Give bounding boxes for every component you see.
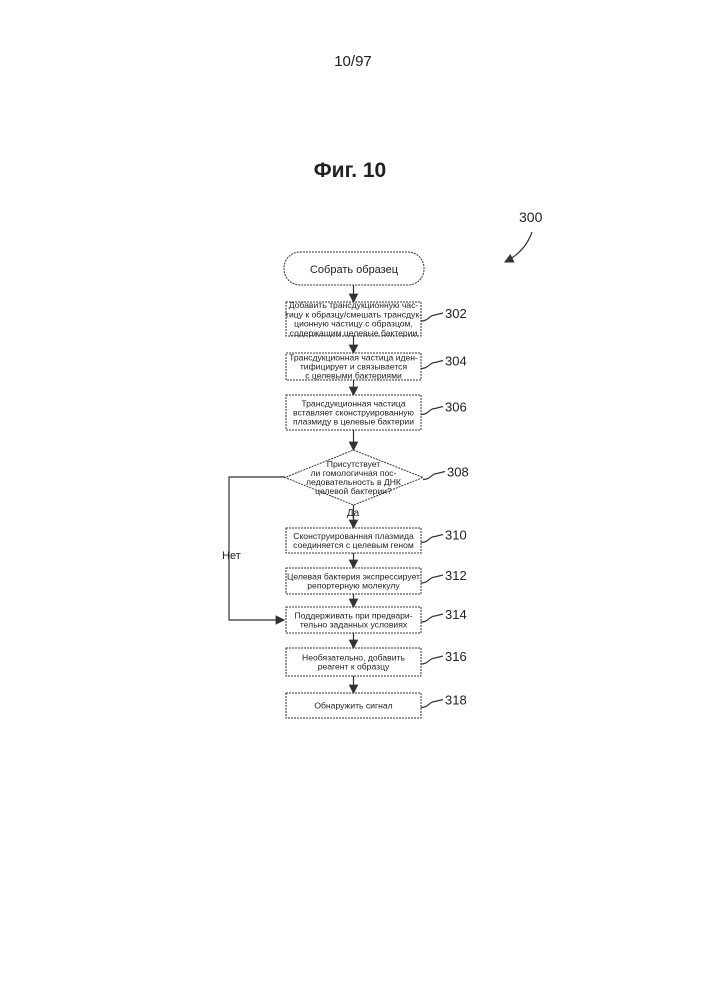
start-label: Собрать образец <box>310 264 399 276</box>
ref-number-318: 318 <box>445 693 467 708</box>
ref-leader-312 <box>421 575 443 583</box>
ref-leader-308 <box>423 472 445 480</box>
ref-leader-304 <box>421 361 443 369</box>
step-text-318: Обнаружить сигнал <box>314 701 392 711</box>
ref-number-304: 304 <box>445 354 467 369</box>
ref-number-312: 312 <box>445 568 467 583</box>
ref-leader-302 <box>421 313 443 321</box>
step-text-316: реагент к образцу <box>318 662 390 672</box>
ref-leader-318 <box>421 700 443 708</box>
ref-leader-316 <box>421 656 443 664</box>
step-text-308: целевой бактерии? <box>315 486 392 496</box>
ref-number-308: 308 <box>447 465 469 480</box>
step-text-312: репортерную молекулу <box>307 581 400 591</box>
yes-branch-label: Да <box>347 508 360 519</box>
step-text-314: тельно заданных условиях <box>300 620 408 630</box>
no-branch-connector <box>229 477 285 620</box>
step-text-310: соединяется с целевым геном <box>293 540 414 550</box>
figure-title: Фиг. 10 <box>314 159 387 182</box>
diagram-ref: 300 <box>519 209 543 225</box>
ref-leader-306 <box>421 407 443 415</box>
ref-number-306: 306 <box>445 400 467 415</box>
ref-number-316: 316 <box>445 649 467 664</box>
step-text-304: с целевыми бактериями <box>305 371 402 381</box>
page-number: 10/97 <box>334 53 372 70</box>
step-text-306: плазмиду в целевые бактерии <box>293 417 414 427</box>
ref-leader-314 <box>421 614 443 622</box>
ref-number-314: 314 <box>445 607 467 622</box>
no-branch-label: Нет <box>222 550 241 562</box>
diagram-ref-arrow <box>505 232 532 262</box>
ref-number-310: 310 <box>445 528 467 543</box>
ref-leader-310 <box>421 535 443 543</box>
ref-number-302: 302 <box>445 306 467 321</box>
